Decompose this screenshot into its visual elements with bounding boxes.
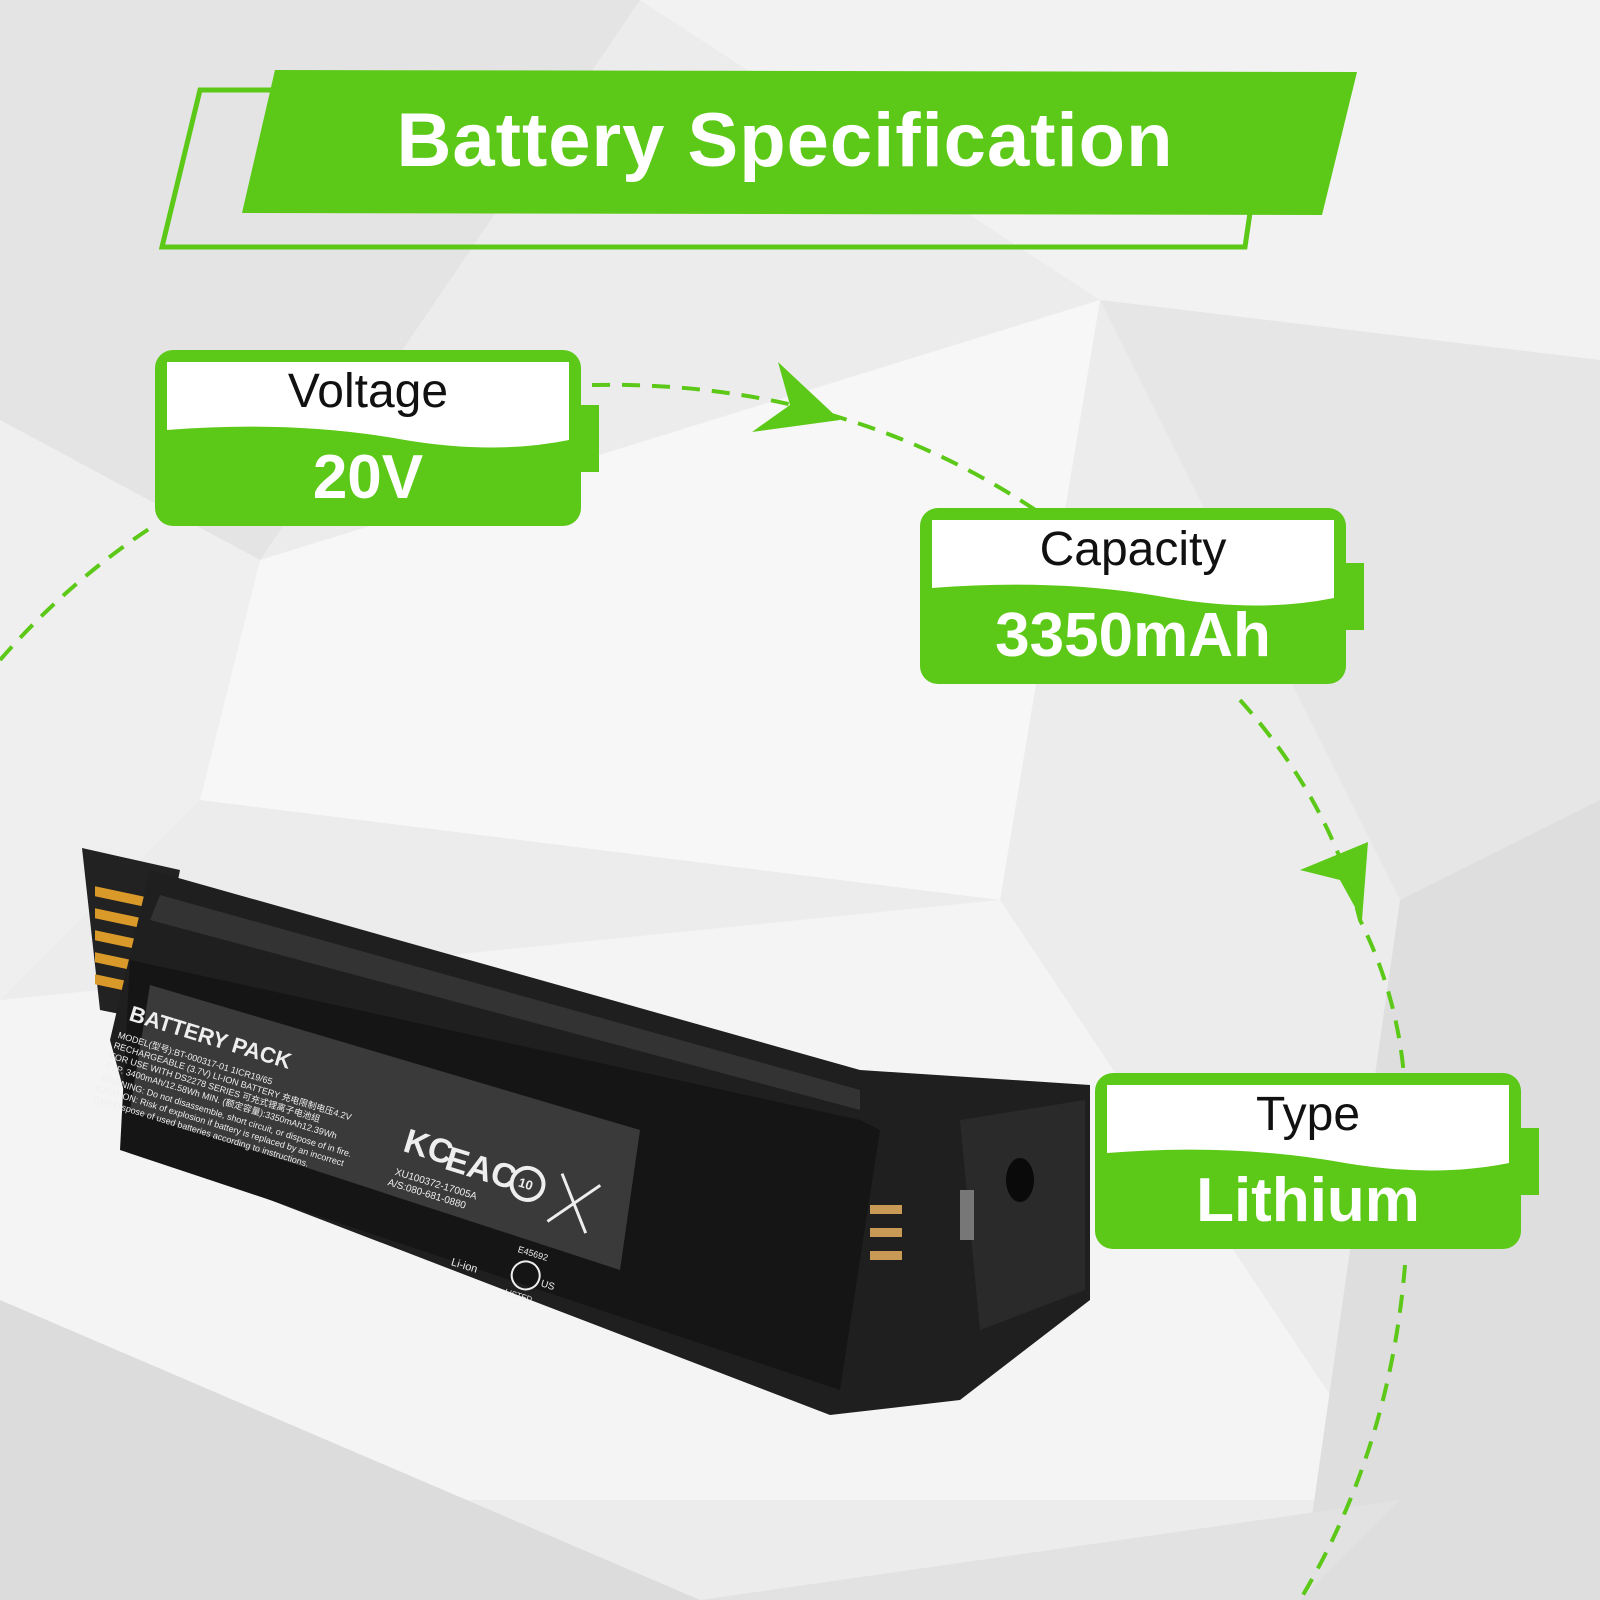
spec-value: Lithium: [1196, 1166, 1420, 1235]
spec-card-type: Type Lithium: [1095, 1073, 1521, 1249]
banner-fill: [242, 70, 1357, 215]
spec-label: Voltage: [287, 365, 449, 418]
arrow-down-icon: [1300, 842, 1368, 920]
ul-us: US: [539, 1278, 556, 1293]
ul-icon: [510, 1260, 541, 1291]
spec-card-capacity: Capacity 3350mAh: [920, 508, 1346, 684]
spec-value: 20V: [312, 443, 424, 512]
recycle-10-icon: [509, 1165, 546, 1202]
battery-image: [82, 848, 1090, 1415]
spec-label: Type: [1255, 1088, 1361, 1141]
banner-title: Battery Specification: [396, 97, 1174, 183]
arrow-right-icon: [752, 362, 840, 432]
spec-card-voltage: Voltage 20V: [155, 350, 581, 526]
weee-bin-icon: [546, 1173, 602, 1234]
spec-label: Capacity: [1039, 523, 1227, 576]
svg-text:10: 10: [517, 1175, 535, 1194]
spec-card-shapes: [155, 350, 1539, 1249]
spec-value: 3350mAh: [995, 601, 1271, 670]
